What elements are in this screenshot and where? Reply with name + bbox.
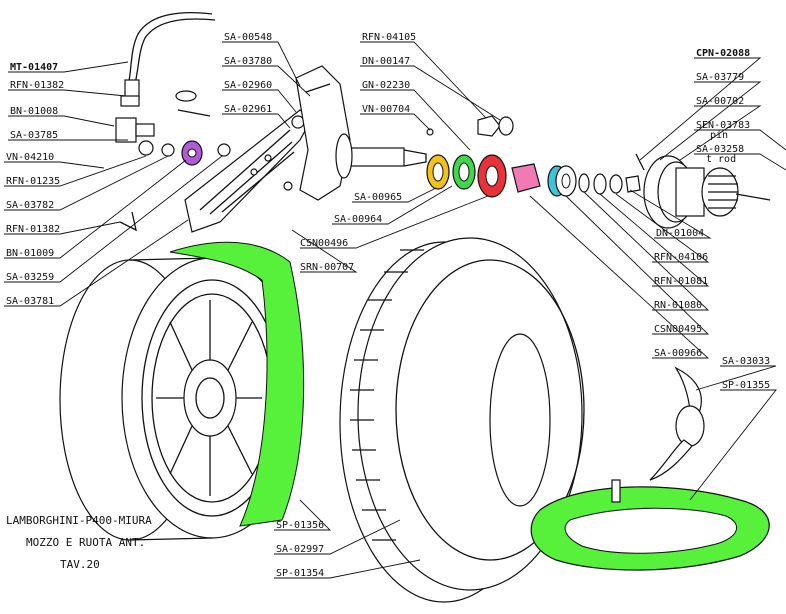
label-sa-03782: SA-03782 — [6, 200, 54, 211]
label-bn-01008: BN-01008 — [10, 106, 58, 117]
label-vn-00704: VN-00704 — [362, 104, 410, 115]
label-rfn-01382-low: RFN-01382 — [6, 224, 60, 235]
stub-axle — [295, 65, 434, 201]
label-rfn-01235: RFN-01235 — [6, 176, 60, 187]
label-csn00496: CSN00496 — [300, 238, 348, 249]
label-sa-00964: SA-00964 — [334, 214, 382, 225]
label-pin: pin — [710, 130, 728, 141]
label-csn00495: CSN00495 — [654, 324, 702, 335]
label-sa-03780: SA-03780 — [224, 56, 272, 67]
label-sen-03783: SEN-03783 — [696, 120, 750, 131]
label-rn-01080: RN-01080 — [654, 300, 702, 311]
part-labels: MT-01407 RFN-01382 BN-01008 SA-03785 VN-… — [6, 32, 770, 579]
label-sa-02997: SA-02997 — [276, 544, 324, 555]
brake-hose-drawing — [115, 11, 231, 232]
label-sa-00966: SA-00966 — [654, 348, 702, 359]
label-sa-03033: SA-03033 — [722, 356, 770, 367]
label-cpn-02088: CPN-02088 — [696, 48, 750, 59]
label-dn-00147: DN-00147 — [362, 56, 410, 67]
label-rfn-01382-top: RFN-01382 — [10, 80, 64, 91]
label-sp-01355: SP-01355 — [722, 380, 770, 391]
wheel-hub — [635, 153, 771, 229]
label-sp-01354: SP-01354 — [276, 568, 324, 579]
knock-off-spinner — [649, 366, 705, 481]
label-sa-00548: SA-00548 — [224, 32, 272, 43]
label-sa-02960: SA-02960 — [224, 80, 272, 91]
label-gn-02230: GN-02230 — [362, 80, 410, 91]
label-sa-03259: SA-03259 — [6, 272, 54, 283]
title-line-1: LAMBORGHINI-P400-MIURA — [6, 514, 152, 527]
label-bn-01009: BN-01009 — [6, 248, 54, 259]
label-sa-00702: SA-00702 — [696, 96, 744, 107]
rim-green-highlight — [169, 241, 305, 527]
label-rfn-01081: RFN-01081 — [654, 276, 708, 287]
hub-seals — [426, 154, 641, 198]
hub-nut — [477, 115, 514, 137]
label-rfn-04105: RFN-04105 — [362, 32, 416, 43]
label-mt-01407: MT-01407 — [10, 62, 58, 73]
label-sa-03781: SA-03781 — [6, 296, 54, 307]
title-line-3: TAV.20 — [60, 558, 100, 571]
label-sa-02961: SA-02961 — [224, 104, 272, 115]
title-block: LAMBORGHINI-P400-MIURA MOZZO E RUOTA ANT… — [6, 514, 152, 571]
title-line-2: MOZZO E RUOTA ANT. — [26, 536, 145, 549]
label-sa-03779: SA-03779 — [696, 72, 744, 83]
label-srn-00707: SRN-00707 — [300, 262, 354, 273]
label-sa-03258: SA-03258 — [696, 144, 744, 155]
label-t-rod: t rod — [706, 154, 736, 165]
label-sp-01356: SP-01356 — [276, 520, 324, 531]
label-vn-04210: VN-04210 — [6, 152, 54, 163]
inner-tube — [530, 479, 770, 571]
tyre — [339, 237, 585, 603]
label-rfn-04106: RFN-04106 — [654, 252, 708, 263]
label-sa-00965: SA-00965 — [354, 192, 402, 203]
cam-plate — [181, 140, 203, 166]
steering-arm — [184, 109, 313, 233]
label-sa-03785: SA-03785 — [10, 130, 58, 141]
leader-lines — [4, 41, 786, 579]
label-dn-01004: DN-01004 — [656, 228, 704, 239]
